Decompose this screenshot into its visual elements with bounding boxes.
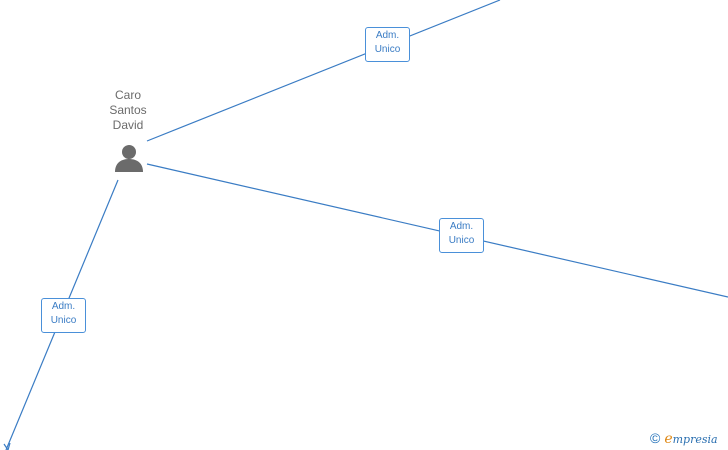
copyright-icon: © — [650, 430, 661, 446]
relation-label-role: Adm. — [449, 221, 474, 232]
person-name-line-1: Caro — [114, 88, 141, 102]
edge-to-top-right-company — [146, 0, 501, 142]
brand-initial: e — [664, 431, 673, 447]
edge-to-right-company — [146, 163, 728, 298]
relation-label-top[interactable]: Adm. Unico — [365, 27, 410, 62]
edge-arrowhead — [3, 442, 11, 450]
relation-label-type: Unico — [448, 235, 475, 246]
person-name-line-3: David — [112, 118, 144, 132]
person-icon[interactable] — [113, 143, 145, 173]
relation-label-role: Adm. — [375, 30, 400, 41]
relation-label-bottom[interactable]: Adm. Unico — [41, 298, 86, 333]
relation-label-middle[interactable]: Adm. Unico — [439, 218, 484, 253]
empresia-watermark: ©empresia — [650, 430, 718, 447]
relation-label-type: Unico — [374, 44, 401, 55]
brand-name: mpresia — [672, 433, 718, 446]
person-name-line-2: Santos — [109, 103, 147, 117]
relation-label-type: Unico — [50, 315, 77, 326]
person-name[interactable]: Caro Santos David — [90, 88, 166, 133]
relation-label-role: Adm. — [51, 301, 76, 312]
